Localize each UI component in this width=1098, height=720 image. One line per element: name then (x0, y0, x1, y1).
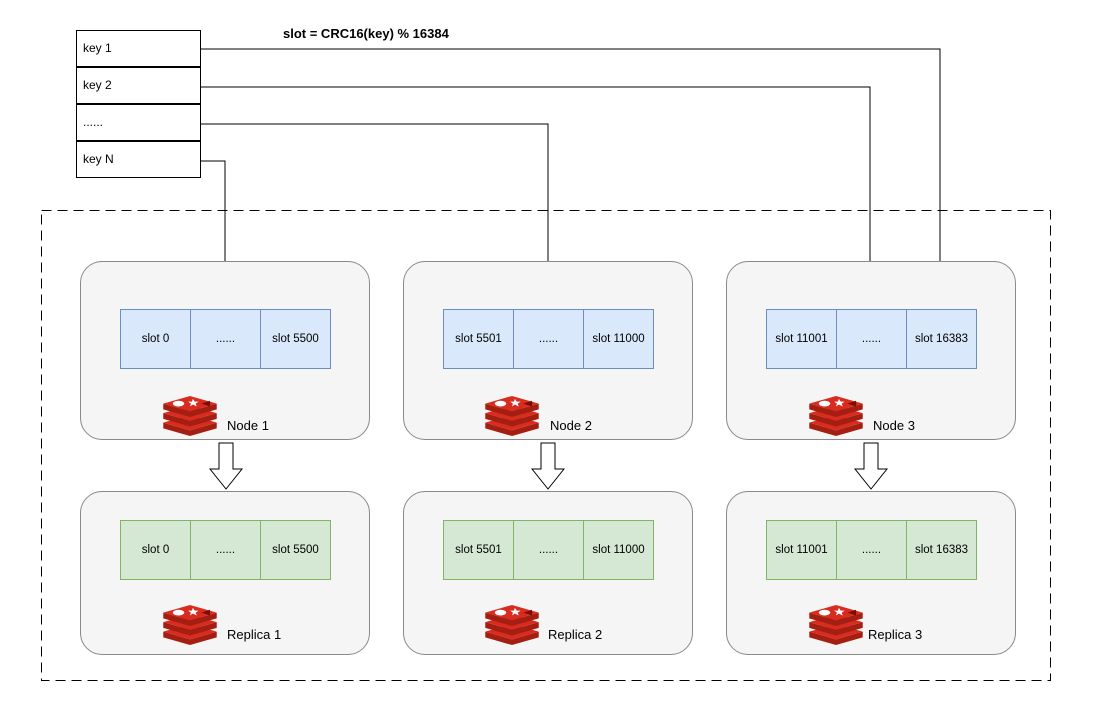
down-arrow-icon (853, 442, 889, 490)
replica-1-label: Replica 1 (227, 627, 282, 642)
node-3-slot-end: slot 16383 (906, 309, 977, 369)
node-3-slot-start: slot 11001 (766, 309, 837, 369)
node-2-slot-start: slot 5501 (443, 309, 514, 369)
replica-2-slot-start: slot 5501 (443, 520, 514, 580)
key-row-2: key 2 (76, 67, 201, 104)
replica-2-slot-end: slot 11000 (583, 520, 654, 580)
node-1-slot-end: slot 5500 (260, 309, 331, 369)
node-2-slot-end: slot 11000 (583, 309, 654, 369)
node-1-slot-start: slot 0 (120, 309, 191, 369)
replica-2-slot-middle: ...... (513, 520, 584, 580)
replica-3-slot-start: slot 11001 (766, 520, 837, 580)
key-row-ellipsis: ...... (76, 104, 201, 141)
redis-logo-icon (163, 604, 217, 646)
down-arrow-icon (530, 442, 566, 490)
node-1-label: Node 1 (227, 418, 269, 433)
node-1-slot-middle: ...... (190, 309, 261, 369)
replica-1-slot-end: slot 5500 (260, 520, 331, 580)
replica-1-slot-middle: ...... (190, 520, 261, 580)
redis-logo-icon (163, 395, 217, 437)
replica-1-slot-start: slot 0 (120, 520, 191, 580)
node-2-label: Node 2 (550, 418, 592, 433)
replica-3-slot-middle: ...... (836, 520, 907, 580)
replica-2-label: Replica 2 (548, 627, 603, 642)
replica-3-label: Replica 3 (868, 627, 923, 642)
node-3-label: Node 3 (873, 418, 915, 433)
down-arrow-icon (208, 442, 244, 490)
replica-3-slot-end: slot 16383 (906, 520, 977, 580)
redis-logo-icon (485, 395, 539, 437)
cluster-boundary (41, 210, 1051, 681)
route-key-1 (201, 48, 944, 308)
redis-logo-icon (485, 604, 539, 646)
redis-logo-icon (809, 604, 863, 646)
route-key-ellipsis (201, 123, 552, 308)
node-3-slot-middle: ...... (836, 309, 907, 369)
hash-formula: slot = CRC16(key) % 16384 (283, 26, 449, 41)
node-2-slot-middle: ...... (513, 309, 584, 369)
key-row-n: key N (76, 141, 201, 178)
key-row-1: key 1 (76, 30, 201, 67)
route-key-n (201, 160, 229, 308)
route-key-2 (201, 86, 874, 308)
redis-logo-icon (809, 395, 863, 437)
